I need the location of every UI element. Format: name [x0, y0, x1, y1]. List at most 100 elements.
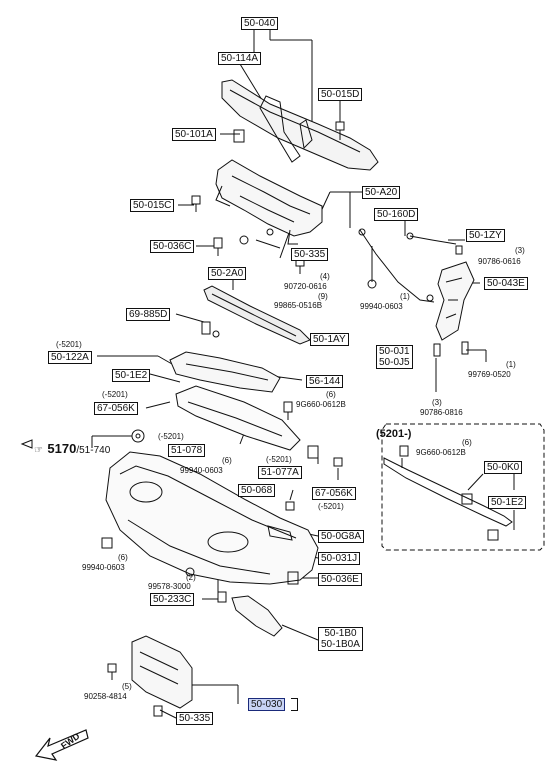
molding [267, 525, 293, 541]
part-label-50-2A0[interactable]: 50-2A0 [208, 267, 247, 280]
grille-detail [187, 401, 283, 437]
part-label-50-1E2-left[interactable]: 50-1E2 [112, 369, 151, 382]
bolt [455, 245, 463, 255]
part-label-50-122A[interactable]: 50-122A [48, 351, 92, 364]
nut [212, 330, 220, 338]
pointer-icon: ☞ [34, 445, 43, 456]
part-label-56-144[interactable]: 56-144 [306, 375, 344, 388]
qty-caption: (6) [222, 456, 232, 465]
part-label-50-068[interactable]: 50-068 [238, 484, 276, 497]
part-number-90258-4814: 90258-4814 [84, 692, 127, 701]
part-label-50-A20[interactable]: 50-A20 [362, 186, 401, 199]
grommet-inner [135, 433, 141, 439]
clip [153, 705, 163, 717]
nut [239, 235, 249, 245]
reference-sub: /51-740 [76, 445, 111, 456]
serial-range-caption: (-5201) [102, 390, 128, 399]
part-label-69-885D[interactable]: 69-885D [126, 308, 171, 321]
qty-caption: (5) [122, 682, 132, 691]
part-label-50-0J5: 50-0J5 [379, 357, 410, 368]
leader-line [279, 229, 291, 259]
part-label-50-0J1-0J5[interactable]: 50-0J1 50-0J5 [376, 345, 413, 369]
part-label-50-015C[interactable]: 50-015C [130, 199, 175, 212]
bolt [399, 445, 409, 457]
support-rod [409, 235, 457, 245]
reference-main: 5170 [47, 441, 77, 456]
part-label-50-043E[interactable]: 50-043E [484, 277, 528, 290]
leader-line [255, 239, 281, 249]
qty-caption: (3) [432, 398, 442, 407]
air-guide-detail [185, 363, 269, 381]
leader-line [157, 355, 173, 365]
upper-bracket-detail [215, 185, 298, 245]
rod-end [358, 228, 366, 236]
part-label-50-1B0[interactable]: 50-1B0 50-1B0A [318, 627, 363, 651]
part-label-50-031J[interactable]: 50-031J [318, 552, 361, 565]
reinforcement-strip [383, 457, 513, 527]
part-label-67-056K-left[interactable]: 67-056K [94, 402, 138, 415]
leader-line [159, 709, 177, 719]
bolt [335, 121, 345, 140]
leader-line [145, 401, 171, 409]
part-label-50-1AY[interactable]: 50-1AY [310, 333, 349, 346]
part-label-50-036E[interactable]: 50-036E [318, 573, 362, 586]
part-label-50-101A[interactable]: 50-101A [172, 128, 216, 141]
part-label-50-030[interactable]: 50-030 [248, 698, 286, 711]
qty-caption: (4) [320, 272, 330, 281]
leader-line [149, 373, 181, 383]
bolt [217, 591, 227, 603]
part-label-50-114A[interactable]: 50-114A [218, 52, 262, 65]
part-label-50-335-bottom[interactable]: 50-335 [176, 712, 214, 725]
part-label-50-0K0[interactable]: 50-0K0 [484, 461, 523, 474]
part-label-50-1E2-right[interactable]: 50-1E2 [488, 496, 527, 509]
part-label-50-040[interactable]: 50-040 [241, 17, 279, 30]
nut [101, 537, 113, 549]
fwd-arrow [34, 729, 89, 761]
part-number-99940-0603-mid: 99940-0603 [180, 466, 223, 475]
part-label-50-036C[interactable]: 50-036C [150, 240, 195, 253]
reference-link[interactable]: ☞ 5170/51-740 [34, 440, 110, 458]
serial-range-caption: (-5201) [318, 502, 344, 511]
bumper-fascia-detail [119, 465, 297, 539]
part-label-50-1B0A: 50-1B0A [321, 639, 360, 650]
bolt [461, 341, 469, 355]
qty-caption: (1) [400, 292, 410, 301]
part-label-50-0J1: 50-0J1 [379, 346, 410, 357]
upper-bracket [215, 159, 323, 237]
part-label-50-1ZY[interactable]: 50-1ZY [466, 229, 505, 242]
part-label-50-160D[interactable]: 50-160D [374, 208, 419, 221]
qty-caption: (3) [515, 246, 525, 255]
leader-line [175, 313, 205, 323]
section-title: (5201-) [376, 428, 412, 440]
part-number-99940-0603-top: 99940-0603 [360, 302, 403, 311]
part-number-99865-0516B: 99865-0516B [274, 301, 323, 310]
part-label-51-078[interactable]: 51-078 [168, 444, 206, 457]
part-label-51-077A[interactable]: 51-077A [258, 466, 302, 479]
bolt [433, 343, 441, 357]
part-label-50-335-top[interactable]: 50-335 [291, 248, 329, 261]
part-label-67-056K-right[interactable]: 67-056K [312, 487, 356, 500]
support-rod [359, 229, 435, 303]
reinforcement-bar-detail [229, 89, 361, 153]
fog-lamp-opening [207, 531, 249, 553]
bar-bracket [299, 119, 313, 150]
leader-line [239, 63, 263, 101]
part-number-90720-0616: 90720-0616 [284, 282, 327, 291]
leader-line [467, 473, 484, 491]
bolt [283, 401, 293, 420]
bolt [213, 237, 223, 256]
serial-range-caption: (-5201) [266, 455, 292, 464]
part-label-50-015D[interactable]: 50-015D [318, 88, 363, 101]
leader-line [289, 489, 294, 501]
rod-end [406, 232, 414, 240]
part-label-50-233C[interactable]: 50-233C [150, 593, 195, 606]
qty-caption: (6) [326, 390, 336, 399]
qty-caption: (6) [118, 553, 128, 562]
bar-bracket [259, 95, 301, 163]
clip [461, 493, 473, 505]
rod-end [426, 294, 434, 302]
seal-strip-detail [211, 293, 297, 337]
label-bracket-mark [291, 698, 298, 711]
part-label-50-0G8A[interactable]: 50-0G8A [318, 530, 365, 543]
air-guide-panel [169, 351, 281, 393]
